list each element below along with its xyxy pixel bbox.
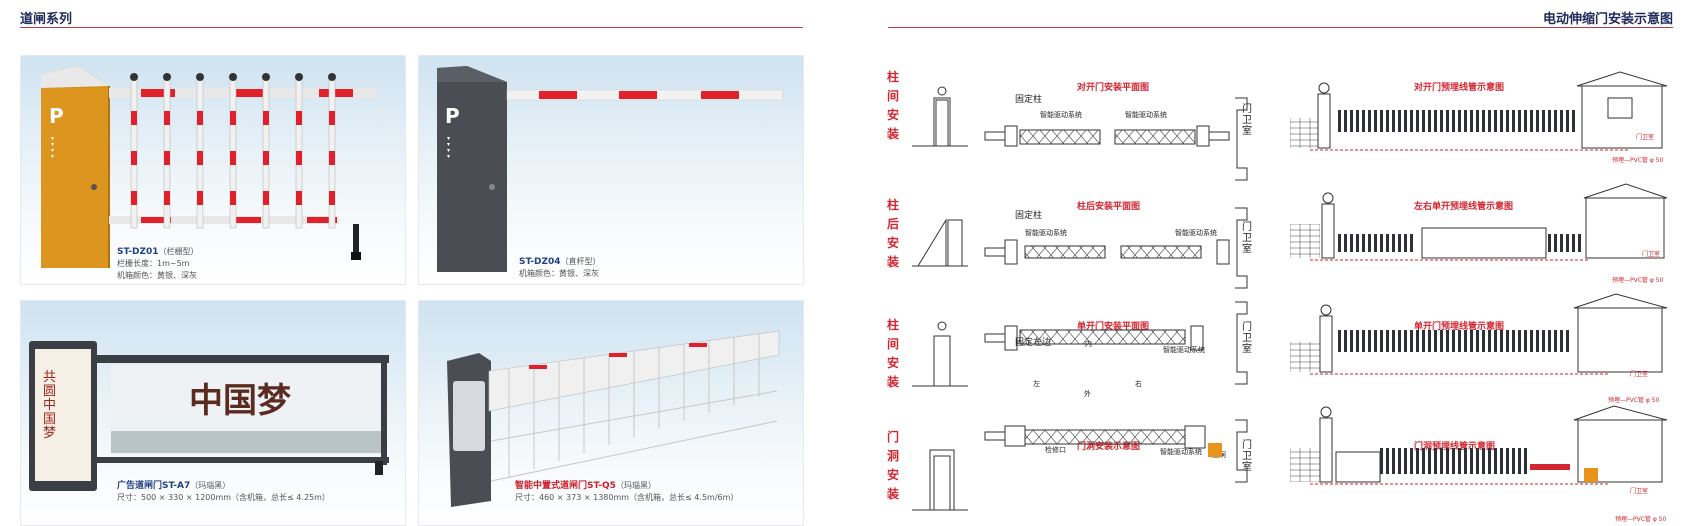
product-panel-a7: 中国梦 共圆中国梦 广告道闸门ST-A7（玛瑙黑） 尺寸：500 × 330 ×… — [20, 300, 406, 526]
fixed-post-label-1: 固定柱 — [1015, 95, 1043, 105]
product-panel-dz04: P ▾▾▾▾ ST-DZ04（直杆型） 机箱颜色：黄银、深灰 — [418, 55, 804, 285]
pipe-title-1: 对开门预埋线管示意图 — [1414, 83, 1505, 93]
pipe-title-3: 单开门预埋线管示意图 — [1414, 322, 1505, 332]
product-spec: 栏栅长度：1m~5m — [117, 259, 190, 268]
billboard-slogan: 中国梦 — [189, 381, 291, 421]
product-type: （玛瑙黑） — [615, 481, 656, 490]
drive-system-label: 智能驱动系统 — [1125, 111, 1167, 119]
guard-room-small-label: 门卫室 — [1636, 134, 1655, 141]
left-header-rule — [20, 27, 803, 28]
billboard-barrier-illustration — [29, 341, 389, 491]
drive-system-label: 智能驱动系统 — [1040, 111, 1082, 119]
pipe-diagram-column — [1290, 71, 1668, 485]
right-header-rule — [888, 27, 1673, 28]
product-spec: 机箱颜色：黄银、深灰 — [117, 271, 197, 280]
pvc-pipe-note: 预埋—PVC管 φ 50 — [1615, 516, 1667, 523]
row-label-1: 柱间安装 — [886, 70, 899, 141]
pvc-pipe-note: 预埋—PVC管 φ 50 — [1612, 277, 1664, 284]
plan-title-1: 对开门安装平面图 — [1077, 83, 1150, 93]
product-name: 智能中置式道闸门ST-Q5 — [515, 481, 616, 491]
row-label-3: 柱间安装 — [886, 318, 899, 389]
pvc-pipe-note: 预埋—PVC管 φ 50 — [1612, 157, 1664, 164]
row-label-4: 门洞安装 — [886, 430, 899, 501]
guard-room-label: 门卫室 — [1242, 222, 1252, 255]
central-barrier-illustration — [447, 330, 780, 507]
right-label: 右 — [1135, 380, 1142, 388]
pillar-elevation-column — [912, 86, 968, 511]
outside-label: 外 — [1084, 390, 1091, 398]
product-type: （栏栅型） — [158, 247, 199, 256]
row-label-2: 柱后安装 — [886, 198, 899, 269]
fence-barrier-illustration — [41, 66, 377, 268]
guard-room-small-label: 门卫室 — [1642, 251, 1661, 258]
product-spec: 机箱颜色：黄银、深灰 — [519, 269, 599, 278]
pipe-title-4: 门洞预埋线管示意图 — [1414, 442, 1496, 452]
product-spec: 尺寸：460 × 373 × 1380mm（含机箱，总长≤ 4.5m/6m） — [515, 493, 739, 502]
straight-barrier-illustration — [437, 66, 784, 272]
drive-system-label: 智能驱动系统 — [1025, 229, 1067, 237]
plan-title-2: 柱后安装平面图 — [1077, 202, 1141, 212]
left-section-title: 道闸系列 — [20, 12, 73, 27]
product-caption-a7: 广告道闸门ST-A7（玛瑙黑） 尺寸：500 × 330 × 1200mm（含机… — [117, 480, 330, 504]
plan-title-3: 单开门安装平面图 — [1077, 322, 1150, 332]
plan-title-4: 门洞安装示意图 — [1077, 442, 1141, 452]
product-name: 广告道闸门ST-A7 — [117, 481, 191, 491]
product-spec: 尺寸：500 × 330 × 1200mm（含机箱，总长≤ 4.25m） — [117, 493, 330, 502]
guard-room-small-label: 门卫室 — [1630, 488, 1649, 495]
fixed-post-label-2: 固定柱 — [1015, 211, 1043, 221]
product-caption-dz04: ST-DZ04（直杆型） 机箱颜色：黄银、深灰 — [519, 256, 601, 280]
arrow-marks: ▾▾▾▾ — [447, 135, 451, 160]
drive-system-label: 智能驱动系统 — [1175, 229, 1217, 237]
product-caption-dz01: ST-DZ01（栏栅型） 栏栅长度：1m~5m 机箱颜色：黄银、深灰 — [117, 246, 199, 282]
plan-diagram-column — [984, 97, 1248, 483]
product-name: ST-DZ04 — [519, 257, 561, 267]
guard-room-label: 门卫室 — [1242, 440, 1252, 473]
product-name: ST-DZ01 — [117, 247, 159, 257]
drive-system-label: 智能驱动系统 — [1160, 448, 1202, 456]
parking-logo: P — [445, 104, 460, 128]
product-caption-q5: 智能中置式道闸门ST-Q5（玛瑙黑） 尺寸：460 × 373 × 1380mm… — [515, 480, 738, 504]
parking-logo: P — [49, 104, 64, 128]
pvc-pipe-note: 预埋—PVC管 φ 50 — [1608, 397, 1660, 404]
guard-room-small-label: 门卫室 — [1630, 371, 1649, 378]
pipe-title-2: 左右单开预埋线管示意图 — [1414, 202, 1514, 212]
drive-system-label: 智能驱动系统 — [1163, 346, 1205, 354]
right-section-title: 电动伸缩门安装示意图 — [1542, 12, 1673, 27]
billboard-side-text: 共圆中国梦 — [43, 370, 57, 441]
left-label: 左 — [1033, 380, 1040, 388]
service-port-label: 检修口 — [1045, 446, 1066, 454]
product-panel-q5: 智能中置式道闸门ST-Q5（玛瑙黑） 尺寸：460 × 373 × 1380mm… — [418, 300, 804, 526]
product-panel-dz01: P ▾▾▾▾ ST-DZ01（栏栅型） 栏栅长度：1m~5m 机箱颜色：黄银、深… — [20, 55, 406, 285]
product-type: （玛瑙黑） — [190, 481, 231, 490]
arrow-marks: ▾▾▾▾ — [51, 135, 55, 160]
guard-room-label: 门卫室 — [1242, 104, 1252, 137]
product-type: （直杆型） — [560, 257, 601, 266]
guard-room-label: 门卫室 — [1242, 322, 1252, 355]
